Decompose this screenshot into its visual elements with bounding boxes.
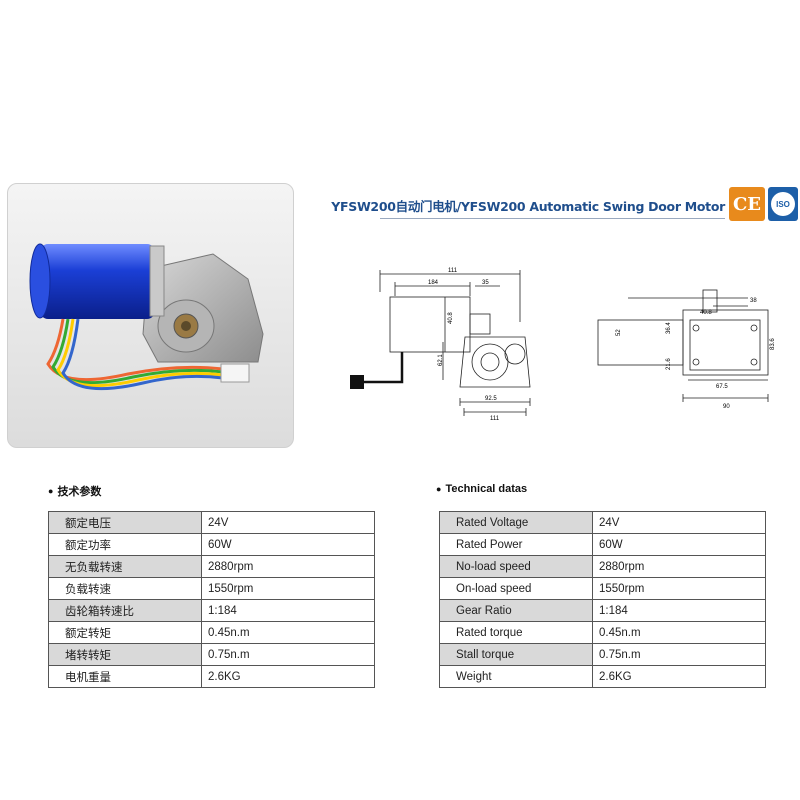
spec-value: 0.45n.m xyxy=(592,621,766,644)
technical-drawing-side-view: 111 184 35 62.1 92.5 111 40.8 xyxy=(350,268,531,422)
spec-label: Rated torque xyxy=(439,621,593,644)
dim-mount-spacing: 67.5 xyxy=(716,384,728,390)
spec-label: Rated Voltage xyxy=(439,511,593,534)
dim-height-a: 36.4 xyxy=(666,322,672,334)
spec-value: 0.75n.m xyxy=(201,643,375,666)
spec-value: 1550rpm xyxy=(201,577,375,600)
spec-value: 1550rpm xyxy=(592,577,766,600)
dim-base-width: 92.5 xyxy=(485,396,497,402)
ce-certification-badge: CE xyxy=(729,187,765,221)
spec-label: Gear Ratio xyxy=(439,599,593,622)
spec-label: 堵转转矩 xyxy=(48,643,202,666)
dim-diameter: 40.8 xyxy=(448,312,454,324)
spec-value: 0.45n.m xyxy=(201,621,375,644)
spec-label: 额定电压 xyxy=(48,511,202,534)
dim-motor-length: 184 xyxy=(428,280,439,286)
spec-value: 2880rpm xyxy=(201,555,375,578)
dim-shaft: 35 xyxy=(482,280,489,286)
dim-shaft-height: 38 xyxy=(750,298,757,304)
dim-motor-height: 52 xyxy=(616,329,622,336)
spec-value: 60W xyxy=(201,533,375,556)
bullet-icon: ● xyxy=(436,484,442,494)
technical-drawing-top-view: 38 36.4 21.6 67.5 90 52 40.8 83.6 xyxy=(597,289,776,410)
dim-overall-length: 111 xyxy=(448,268,458,274)
spec-label: 电机重量 xyxy=(48,665,202,688)
spec-value: 60W xyxy=(592,533,766,556)
dim-height: 62.1 xyxy=(438,354,444,366)
product-title-bar: YFSW200自动门电机/YFSW200 Automatic Swing Doo… xyxy=(331,193,725,217)
spec-value: 2.6KG xyxy=(201,665,375,688)
spec-value: 2880rpm xyxy=(592,555,766,578)
motor-photo xyxy=(29,243,264,391)
product-photo-panel xyxy=(7,183,294,448)
spec-label: 额定功率 xyxy=(48,533,202,556)
iso-certification-badge: ISO xyxy=(768,187,798,221)
dim-bore: 40.8 xyxy=(700,310,712,316)
iso-label: ISO xyxy=(771,192,795,216)
chinese-spec-heading: ● 技术参数 xyxy=(48,486,102,498)
spec-value: 2.6KG xyxy=(592,665,766,688)
dim-side: 83.6 xyxy=(770,338,776,350)
spec-label: Rated Power xyxy=(439,533,593,556)
spec-value: 24V xyxy=(592,511,766,534)
dim-total-width: 90 xyxy=(723,404,730,410)
english-spec-heading: ● Technical datas xyxy=(436,483,528,495)
spec-label: Stall torque xyxy=(439,643,593,666)
spec-label: 齿轮箱转速比 xyxy=(48,599,202,622)
product-title: YFSW200自动门电机/YFSW200 Automatic Swing Doo… xyxy=(331,198,725,214)
title-divider xyxy=(380,218,725,219)
spec-label: 无负载转速 xyxy=(48,555,202,578)
spec-label: Weight xyxy=(439,665,593,688)
spec-value: 1:184 xyxy=(201,599,375,622)
spec-value: 1:184 xyxy=(592,599,766,622)
spec-label: On-load speed xyxy=(439,577,593,600)
dim-total-width: 111 xyxy=(490,416,500,422)
spec-label: 额定转矩 xyxy=(48,621,202,644)
spec-label: 负载转速 xyxy=(48,577,202,600)
spec-label: No-load speed xyxy=(439,555,593,578)
dim-height-b: 21.6 xyxy=(666,358,672,370)
spec-value: 0.75n.m xyxy=(592,643,766,666)
bullet-icon: ● xyxy=(48,486,54,496)
spec-value: 24V xyxy=(201,511,375,534)
